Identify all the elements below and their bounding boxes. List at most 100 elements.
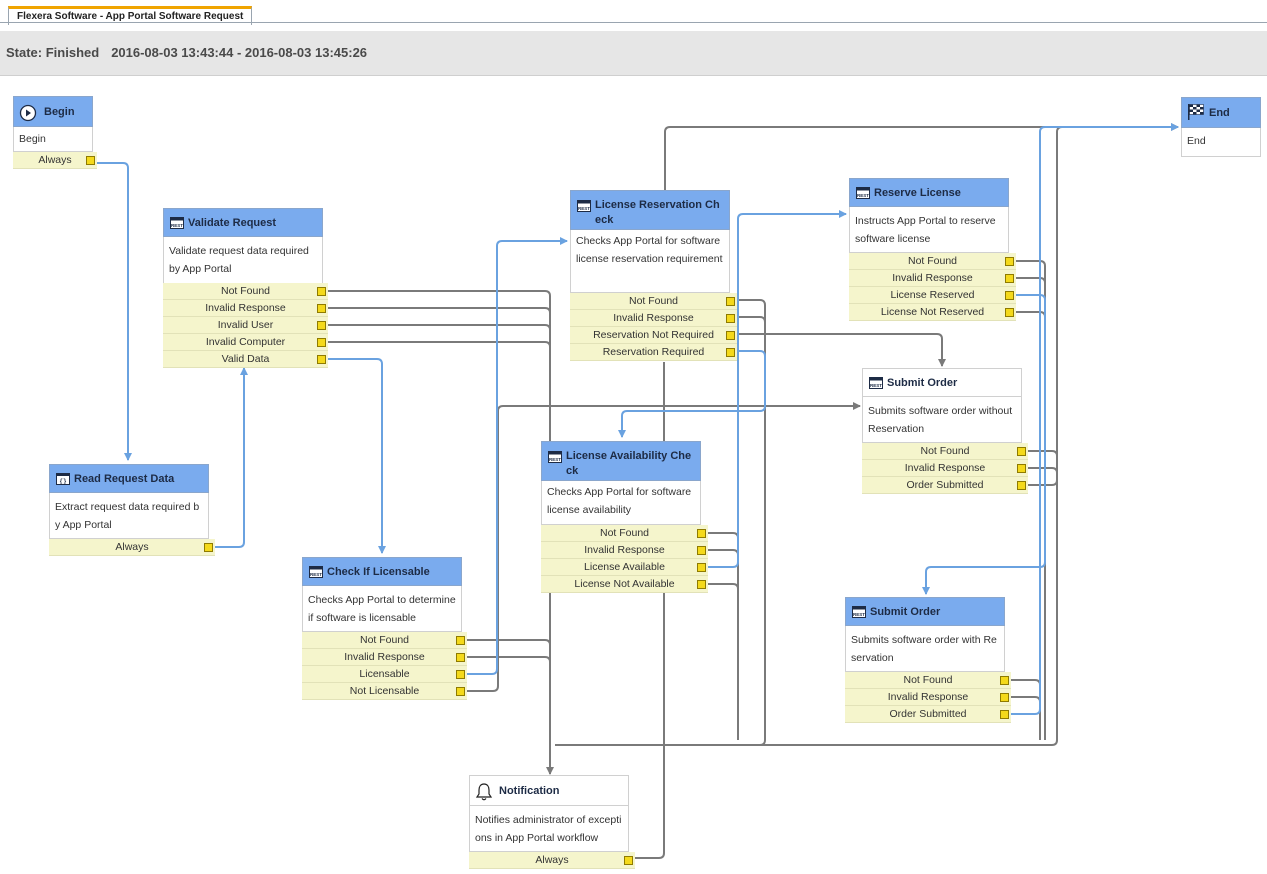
- node-title: Notification: [499, 785, 560, 797]
- port-invalid-response[interactable]: Invalid Response: [302, 649, 467, 666]
- wire-avail-notfound: [708, 532, 739, 740]
- port-invalid-response[interactable]: Invalid Response: [570, 310, 737, 327]
- svg-text:REST: REST: [857, 193, 869, 198]
- wire-validate-invaliduser: [328, 324, 551, 740]
- node-description: Submits software order with Reservation: [845, 626, 1005, 672]
- svg-text:REST: REST: [853, 612, 865, 617]
- wire-validate-invalidresponse: [328, 307, 551, 740]
- port-license-available[interactable]: License Available: [541, 559, 708, 576]
- port-invalid-response[interactable]: Invalid Response: [541, 542, 708, 559]
- port-invalid-computer[interactable]: Invalid Computer: [163, 334, 328, 351]
- state-time-range: 2016-08-03 13:43:44 - 2016-08-03 13:45:2…: [111, 45, 368, 60]
- wire-begin-always: [97, 162, 132, 461]
- wire-resvcheck-to-end: [664, 123, 1179, 190]
- port-not-found[interactable]: Not Found: [849, 253, 1016, 270]
- node-description: Validate request data required by App Po…: [163, 237, 323, 291]
- wire-avail-available: [708, 210, 847, 568]
- tab-bar: Flexera Software - App Portal Software R…: [0, 0, 1267, 25]
- port-not-found[interactable]: Not Found: [302, 632, 467, 649]
- wire-avail-notavailable: [708, 583, 739, 740]
- rest-icon: REST: [548, 451, 562, 463]
- node-description: Extract request data required by App Por…: [49, 493, 209, 539]
- node-submit2-header[interactable]: REST Submit Order: [845, 597, 1005, 626]
- wire-validate-validdata: [328, 358, 386, 554]
- node-description: Instructs App Portal to reserve software…: [849, 207, 1009, 253]
- node-title: License Availability Check: [566, 450, 692, 477]
- rest-icon: REST: [309, 566, 323, 578]
- wire-submit2-ordersubmitted: [1011, 123, 1179, 715]
- node-title: Check If Licensable: [327, 566, 430, 578]
- svg-text:REST: REST: [310, 572, 322, 577]
- checkered-flag-icon: [1188, 104, 1204, 120]
- port-reservation-not-required[interactable]: Reservation Not Required: [570, 327, 737, 344]
- port-license-reserved[interactable]: License Reserved: [849, 287, 1016, 304]
- node-title: End: [1209, 107, 1230, 119]
- port-invalid-response[interactable]: Invalid Response: [849, 270, 1016, 287]
- play-icon: [19, 104, 37, 122]
- wire-notification-trunk: [635, 362, 665, 859]
- wire-submit1-invalidresponse: [1028, 467, 1058, 740]
- tab-workflow[interactable]: Flexera Software - App Portal Software R…: [8, 6, 253, 25]
- node-description: Checks App Portal for software license r…: [570, 230, 730, 293]
- node-read-header[interactable]: {} Read Request Data: [49, 464, 209, 493]
- port-always[interactable]: Always: [49, 539, 215, 556]
- wire-validate-notfound: [328, 290, 554, 775]
- port-license-not-reserved[interactable]: License Not Reserved: [849, 304, 1016, 321]
- port-invalid-response[interactable]: Invalid Response: [862, 460, 1028, 477]
- port-always[interactable]: Always: [13, 152, 97, 169]
- port-invalid-response[interactable]: Invalid Response: [163, 300, 328, 317]
- svg-text:REST: REST: [870, 383, 882, 388]
- port-invalid-response[interactable]: Invalid Response: [845, 689, 1011, 706]
- port-invalid-user[interactable]: Invalid User: [163, 317, 328, 334]
- node-description: Checks App Portal to determine if softwa…: [302, 586, 462, 632]
- state-label: State: Finished: [6, 45, 100, 60]
- node-avail-header[interactable]: REST License Availability Check: [541, 441, 701, 481]
- rest-icon: REST: [577, 200, 591, 212]
- node-description: End: [1181, 128, 1261, 157]
- wire-resv-required: [618, 350, 766, 438]
- node-begin-header[interactable]: Begin: [13, 96, 93, 127]
- port-license-not-available[interactable]: License Not Available: [541, 576, 708, 593]
- node-title: Reserve License: [874, 187, 961, 199]
- node-reserve-header[interactable]: REST Reserve License: [849, 178, 1009, 207]
- svg-text:REST: REST: [578, 206, 590, 211]
- port-not-found[interactable]: Not Found: [163, 283, 328, 300]
- port-always[interactable]: Always: [469, 852, 635, 869]
- code-icon: {}: [56, 473, 70, 485]
- port-not-found[interactable]: Not Found: [845, 672, 1011, 689]
- wire-avail-invalidresponse: [708, 549, 739, 740]
- port-order-submitted[interactable]: Order Submitted: [862, 477, 1028, 494]
- node-description: Checks App Portal for software license a…: [541, 481, 701, 525]
- node-title: Submit Order: [870, 606, 941, 618]
- node-submit1-header[interactable]: REST Submit Order: [862, 368, 1022, 397]
- port-reservation-required[interactable]: Reservation Required: [570, 344, 737, 361]
- wire-licensable-notfound: [467, 639, 551, 740]
- wire-submit2-notfound: [1011, 679, 1041, 740]
- wire-resv-invalidresponse: [737, 316, 766, 740]
- rest-icon: REST: [869, 377, 883, 389]
- port-order-submitted[interactable]: Order Submitted: [845, 706, 1011, 723]
- port-not-found[interactable]: Not Found: [570, 293, 737, 310]
- node-description: Submits software order without Reservati…: [862, 397, 1022, 443]
- state-bar: State: Finished 2016-08-03 13:43:44 - 201…: [0, 31, 1267, 76]
- wire-resv-notrequired: [737, 333, 946, 367]
- node-title: Submit Order: [887, 377, 958, 389]
- port-not-found[interactable]: Not Found: [541, 525, 708, 542]
- port-valid-data[interactable]: Valid Data: [163, 351, 328, 368]
- port-not-found[interactable]: Not Found: [862, 443, 1028, 460]
- node-description: Notifies administrator of exceptions in …: [469, 806, 629, 852]
- node-licensable-header[interactable]: REST Check If Licensable: [302, 557, 462, 586]
- wire-licensable-invalidresponse: [467, 656, 551, 740]
- node-title: Validate Request: [188, 217, 277, 229]
- node-resv-header[interactable]: REST License Reservation Check: [570, 190, 730, 230]
- node-end-header[interactable]: End: [1181, 97, 1261, 128]
- node-validate-header[interactable]: REST Validate Request: [163, 208, 323, 237]
- node-notification-header[interactable]: Notification: [469, 775, 629, 806]
- bell-icon: [475, 783, 493, 801]
- port-licensable[interactable]: Licensable: [302, 666, 467, 683]
- node-description: Begin: [13, 127, 93, 152]
- wire-submit1-ordersubmitted: [1028, 126, 1178, 486]
- wire-validate-invalidcomputer: [328, 341, 551, 740]
- port-not-licensable[interactable]: Not Licensable: [302, 683, 467, 700]
